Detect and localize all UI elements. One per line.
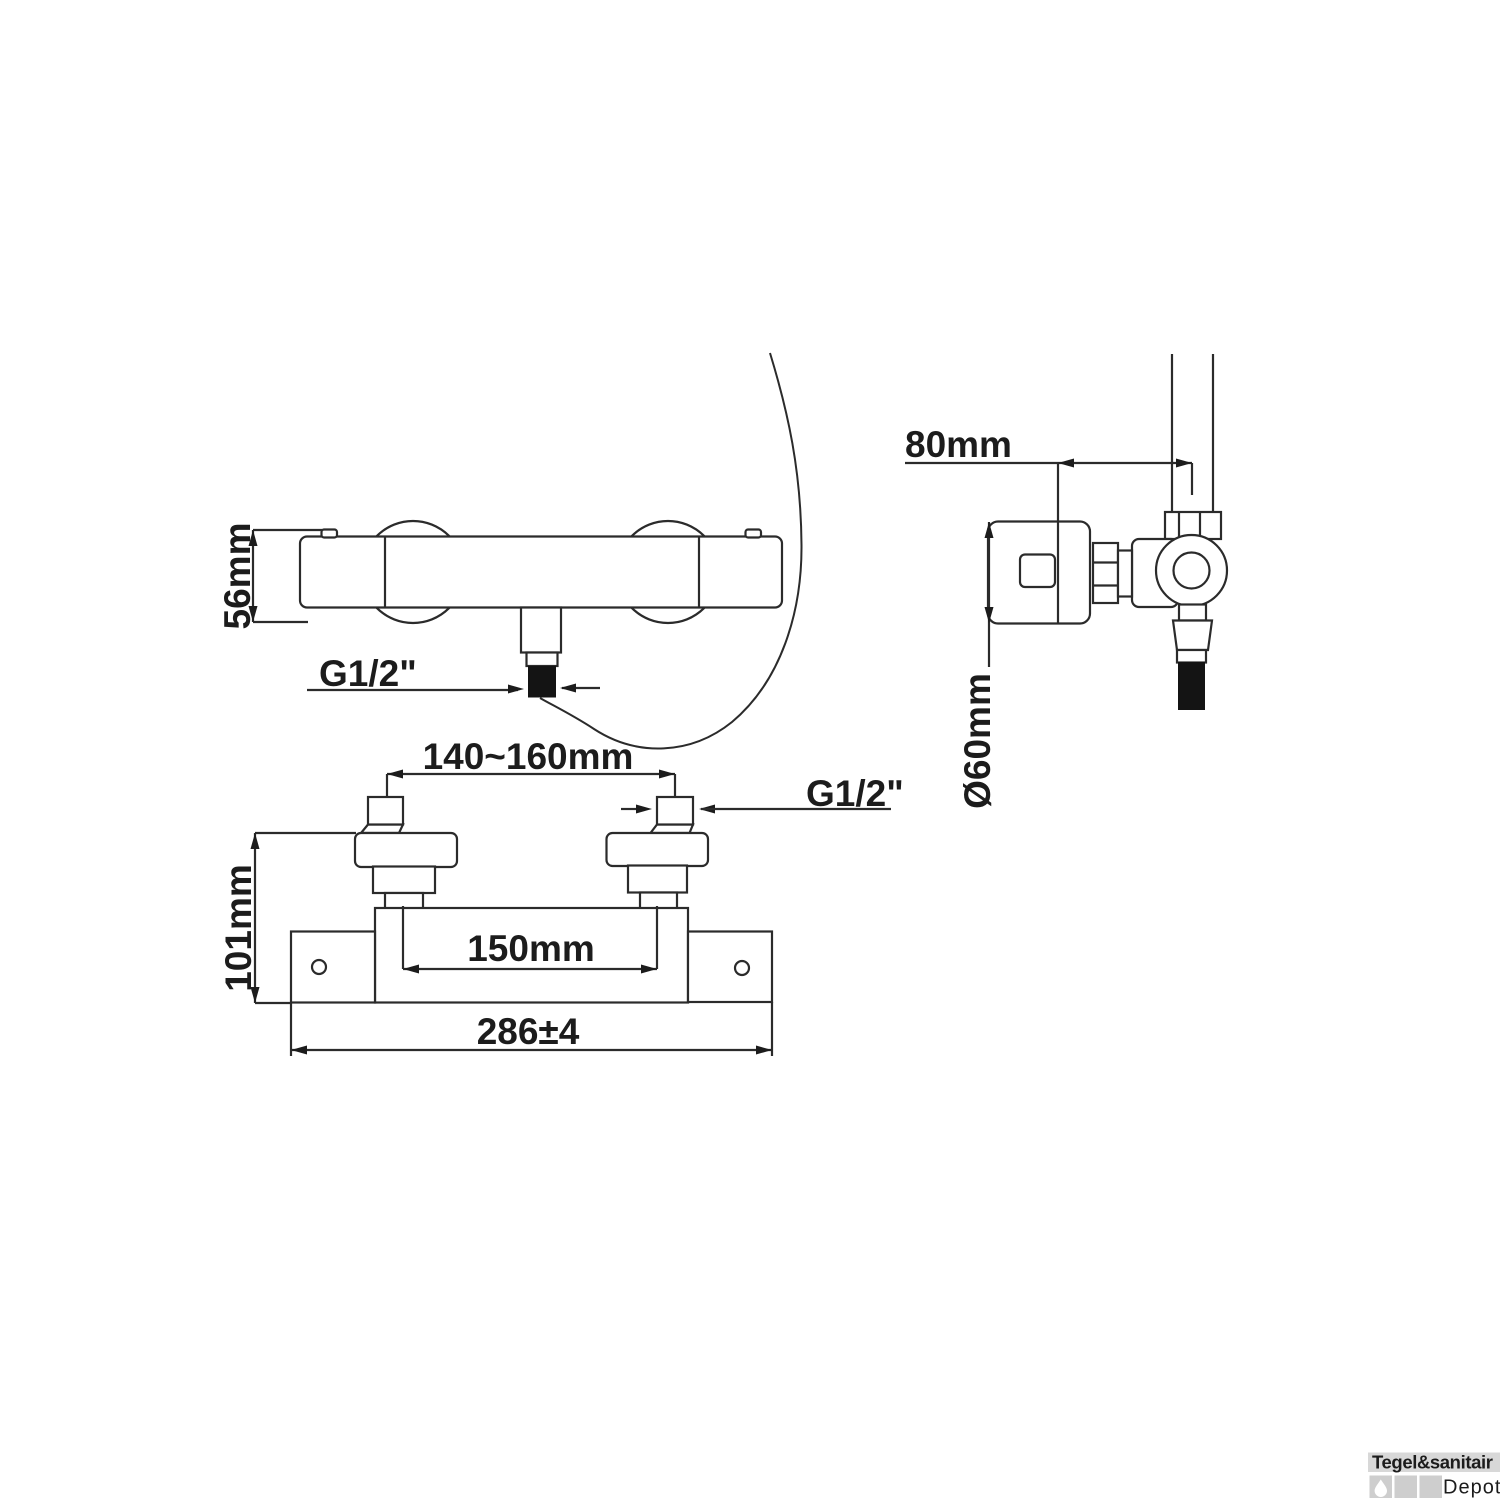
inlet-span-label: 140~160mm bbox=[423, 736, 634, 777]
dimension-286mm bbox=[289, 1002, 774, 1056]
bottom-height-label: 101mm bbox=[218, 864, 259, 992]
side-wall-offset-label: 80mm bbox=[905, 424, 1012, 465]
dimension-101mm bbox=[250, 831, 356, 1005]
right-screw-hole bbox=[733, 959, 751, 977]
arrowhead bbox=[248, 530, 258, 546]
valve-round-face-inner bbox=[1172, 551, 1211, 590]
right-wall-bracket bbox=[686, 930, 774, 1004]
logo-bar bbox=[1368, 1452, 1500, 1472]
arrowhead bbox=[250, 987, 260, 1003]
arrowhead bbox=[756, 1045, 772, 1055]
right-nut-bevel bbox=[648, 823, 695, 835]
dimension-56mm bbox=[248, 528, 322, 624]
arrowhead bbox=[984, 522, 994, 538]
side-view: 80mm Ø60mm bbox=[905, 354, 1229, 809]
watermark-logo: Tegel&sanitair Depot bbox=[1368, 1452, 1500, 1499]
bottom-thread-label: G1/2" bbox=[806, 773, 904, 814]
front-outlet-thread-label: G1/2" bbox=[319, 653, 417, 694]
right-eccentric-neck bbox=[638, 891, 679, 910]
left-top-notch bbox=[320, 528, 339, 539]
bottom-view: 140~160mm G1/2" 150mm 101mm bbox=[218, 736, 904, 1056]
logo-brand-text: Tegel&sanitair bbox=[1372, 1452, 1493, 1473]
hose-connector-band bbox=[1175, 648, 1208, 664]
water-drop-icon bbox=[1374, 1479, 1387, 1498]
outlet-spout-tip bbox=[528, 666, 556, 698]
left-screw-hole bbox=[310, 958, 328, 976]
front-outlet-thread-callout bbox=[307, 683, 600, 694]
hex-neck bbox=[1116, 549, 1134, 598]
hose-end-black bbox=[1178, 662, 1205, 710]
right-eccentric-flange bbox=[605, 831, 710, 868]
shower-hose-curve bbox=[539, 352, 803, 750]
arrowhead bbox=[659, 769, 675, 779]
dimension-60mm bbox=[984, 522, 994, 667]
right-eccentric-mid bbox=[626, 864, 689, 894]
side-hex-fitting bbox=[1091, 541, 1120, 605]
left-eccentric-flange bbox=[353, 831, 459, 869]
arrowhead bbox=[403, 964, 419, 974]
arrowhead bbox=[636, 804, 652, 814]
outlet-spout-band bbox=[525, 651, 559, 668]
arrowhead bbox=[250, 833, 260, 849]
dimension-150mm bbox=[401, 906, 659, 974]
wall-plate-inner-square bbox=[1018, 553, 1057, 589]
left-wall-bracket bbox=[289, 930, 377, 1004]
arrowhead bbox=[508, 684, 524, 694]
left-eccentric-mid bbox=[371, 865, 437, 895]
arrowhead bbox=[1176, 458, 1192, 468]
arrowhead bbox=[560, 683, 576, 693]
right-inlet-nut bbox=[655, 795, 695, 826]
arrowhead bbox=[1058, 458, 1074, 468]
bottom-thread-callout bbox=[621, 804, 891, 814]
left-nut-bevel bbox=[358, 823, 405, 835]
dimension-80mm bbox=[905, 458, 1194, 495]
left-inlet-nut bbox=[366, 795, 405, 826]
logo-square-3 bbox=[1419, 1475, 1442, 1498]
arrowhead bbox=[641, 964, 657, 974]
escutcheon-diameter-label: Ø60mm bbox=[957, 673, 998, 809]
top-hex-nut bbox=[1163, 510, 1223, 541]
arrowhead bbox=[248, 606, 258, 622]
hose-connector-neck bbox=[1177, 603, 1208, 622]
front-view: 56mm G1/2" bbox=[217, 352, 803, 750]
logo-sub-text: Depot bbox=[1443, 1477, 1500, 1499]
logo-square-2 bbox=[1394, 1475, 1417, 1498]
body-span-label: 150mm bbox=[467, 928, 595, 969]
dimension-140-160mm bbox=[385, 769, 677, 797]
hose-connector-cone bbox=[1171, 619, 1214, 652]
arrowhead bbox=[387, 769, 403, 779]
front-height-label: 56mm bbox=[217, 523, 258, 630]
mixer-body-top-view bbox=[373, 906, 690, 1004]
mixer-bar-body bbox=[298, 535, 784, 609]
right-top-notch bbox=[744, 528, 763, 539]
outlet-spout-upper bbox=[519, 606, 563, 654]
arrowhead bbox=[291, 1045, 307, 1055]
overall-width-label: 286±4 bbox=[477, 1011, 580, 1052]
arrowhead bbox=[984, 607, 994, 623]
